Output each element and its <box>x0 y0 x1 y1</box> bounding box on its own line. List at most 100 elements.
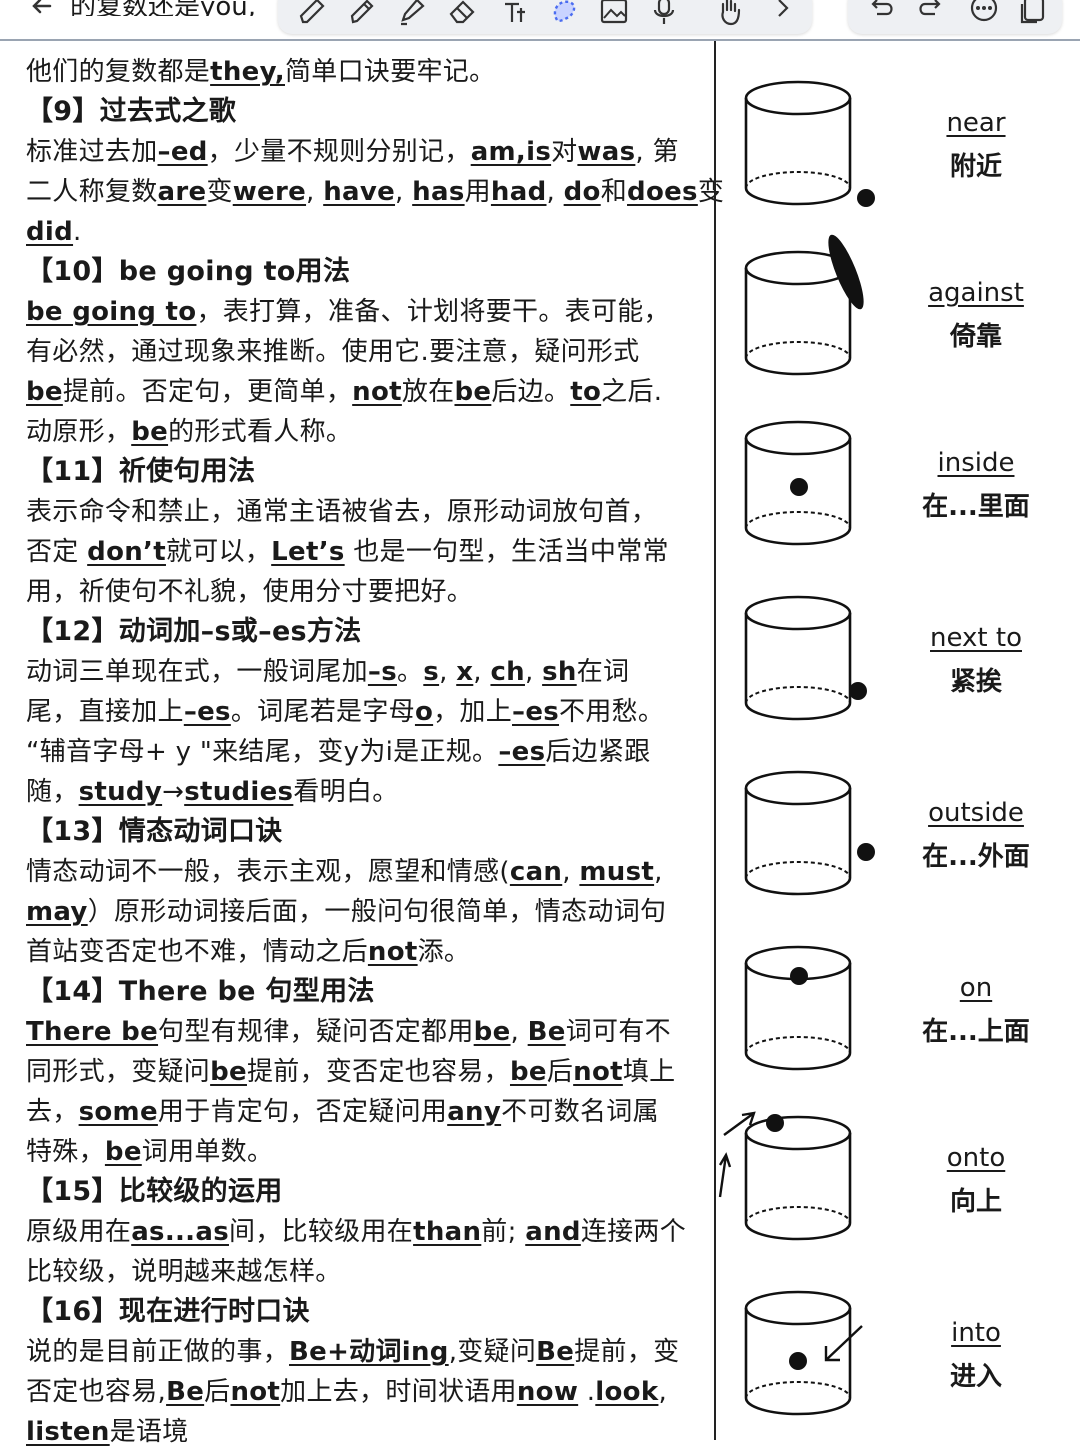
text-segment: 句型有规律，疑问否定都用 <box>158 1017 474 1047</box>
microphone-icon[interactable] <box>646 0 682 28</box>
text-segment: 。词尾若是字母 <box>230 697 415 727</box>
cylinder-bottom-back <box>745 1381 851 1399</box>
cylinder-diagram <box>744 234 864 376</box>
text-segment: , <box>546 177 564 207</box>
text-segment: . <box>578 1377 596 1407</box>
underlined-keyword: Be <box>536 1337 575 1367</box>
position-dot <box>857 189 875 207</box>
text-line: listen是语境 <box>26 1412 706 1452</box>
eraser-icon[interactable] <box>444 0 480 28</box>
underlined-keyword: some <box>78 1097 158 1127</box>
underlined-keyword: There be <box>26 1017 159 1047</box>
arrow-up <box>718 1152 732 1198</box>
underlined-keyword: have <box>323 177 396 207</box>
underlined-keyword: be <box>26 377 63 407</box>
text-line: did. <box>26 212 706 252</box>
text-segment: → <box>162 777 185 807</box>
section-heading: 【16】现在进行时口诀 <box>26 1292 706 1332</box>
text-line: 首站变否定也不难，情动之后not添。 <box>26 932 706 972</box>
text-line: 否定也容易,Be后not加上去，时间状语用now .look, <box>26 1372 706 1412</box>
section-heading: 【14】There be 句型用法 <box>26 972 706 1012</box>
underlined-keyword: were <box>232 177 307 207</box>
text-line: 原级用在as...as间，比较级用在than前; and连接两个 <box>26 1212 706 1252</box>
text-segment: 也是一句型，生活当中常常 <box>344 537 669 567</box>
text-line: 表示命令和禁止，通常主语被省去，原形动词放句首， <box>26 492 706 532</box>
text-segment: 不可数名词属 <box>501 1097 659 1127</box>
highlighter-icon[interactable] <box>394 0 430 28</box>
text-segment: , <box>654 857 663 887</box>
more-icon[interactable] <box>966 0 1002 28</box>
text-segment: 特殊， <box>26 1137 105 1167</box>
text-segment: 有必然，通过现象来推断。使用它.要注意，疑问形式 <box>26 337 640 367</box>
lasso-icon[interactable] <box>546 0 582 28</box>
section-heading: 【15】比较级的运用 <box>26 1172 706 1212</box>
text-segment: 不用愁。 <box>559 697 665 727</box>
document-title[interactable]: 的复数还是you, <box>70 0 257 16</box>
back-arrow-icon[interactable] <box>28 0 58 24</box>
preposition-chinese: 在...外面 <box>922 842 1030 872</box>
cylinder-top <box>744 1290 852 1326</box>
image-icon[interactable] <box>596 0 632 28</box>
text-line: 情态动词不一般，表示主观，愿望和情感(can, must, <box>26 852 706 892</box>
underlined-keyword: be <box>454 377 492 407</box>
arrow-into <box>824 1325 863 1362</box>
text-segment: 是语境 <box>109 1417 189 1447</box>
text-segment: , <box>439 657 457 687</box>
text-line: may）原形动词接后面，一般问句很简单，情态动词句 <box>26 892 706 932</box>
underlined-keyword: be going to <box>26 297 197 327</box>
text-icon[interactable] <box>496 0 532 28</box>
cylinder-bottom-front <box>744 187 852 206</box>
cylinder-diagram <box>744 420 852 546</box>
column-divider-line <box>714 41 716 1440</box>
underlined-keyword: –es <box>498 737 546 767</box>
text-segment: 同形式，变疑问 <box>26 1057 211 1087</box>
text-segment: 随， <box>26 777 79 807</box>
pages-icon[interactable] <box>1016 0 1052 28</box>
underlined-keyword: Be <box>527 1017 566 1047</box>
text-segment: 【11】祈使句用法 <box>26 456 256 487</box>
underlined-keyword: –ed <box>157 137 208 167</box>
redo-icon[interactable] <box>914 0 950 28</box>
text-line: 否定 don’t就可以，Let’s 也是一句型，生活当中常常 <box>26 532 706 572</box>
text-segment: 【14】There be 句型用法 <box>26 976 375 1007</box>
notes-text-column[interactable]: 他们的复数都是they,简单口诀要牢记。【9】过去式之歌标准过去加–ed，少量不… <box>26 52 724 1452</box>
cylinder-bottom-back <box>745 1206 851 1224</box>
cylinder-bottom-front <box>744 357 852 376</box>
text-segment: 用于肯定句，否定疑问用 <box>157 1097 448 1127</box>
preposition-chinese: 紧挨 <box>949 667 1002 697</box>
text-line: 比较级，说明越来越怎样。 <box>26 1252 706 1292</box>
text-segment: 的形式看人称。 <box>168 417 353 447</box>
pencil-icon[interactable] <box>344 0 380 28</box>
cylinder-top <box>744 770 852 806</box>
text-segment: 首站变否定也不难，情动之后 <box>26 937 368 967</box>
text-segment: 表示命令和禁止，通常主语被省去，原形动词放句首， <box>26 497 658 527</box>
undo-icon[interactable] <box>862 0 898 28</box>
underlined-keyword: look <box>595 1377 659 1407</box>
cylinder-top <box>744 1115 852 1151</box>
cylinder-bottom-front <box>744 1052 852 1071</box>
text-segment: 否定也容易, <box>26 1377 167 1407</box>
text-segment: ，表打算，准备、计划将要干。表可能， <box>196 297 670 327</box>
preposition-english: inside <box>937 448 1015 478</box>
underlined-keyword: now <box>516 1377 579 1407</box>
chevron-right-icon[interactable] <box>764 0 800 28</box>
underlined-keyword: don’t <box>87 537 166 567</box>
edit-actions-bar <box>848 0 1062 34</box>
position-dot <box>857 843 875 861</box>
cylinder-bottom-back <box>745 686 851 704</box>
position-dot <box>789 1352 807 1370</box>
text-segment: 词可有不 <box>565 1017 671 1047</box>
pen-icon[interactable] <box>294 0 330 28</box>
underlined-keyword: has <box>412 177 465 207</box>
text-segment: ，加上 <box>433 697 513 727</box>
underlined-keyword: can <box>509 857 563 887</box>
cylinder-bottom-front <box>744 1397 852 1416</box>
text-line: 动词三单现在式，一般词尾加–s。s, x, ch, sh在词 <box>26 652 706 692</box>
hand-icon[interactable] <box>712 0 748 28</box>
cylinder-bottom-back <box>745 1036 851 1054</box>
preposition-english: on <box>959 973 993 1003</box>
text-segment: , <box>658 1377 668 1407</box>
